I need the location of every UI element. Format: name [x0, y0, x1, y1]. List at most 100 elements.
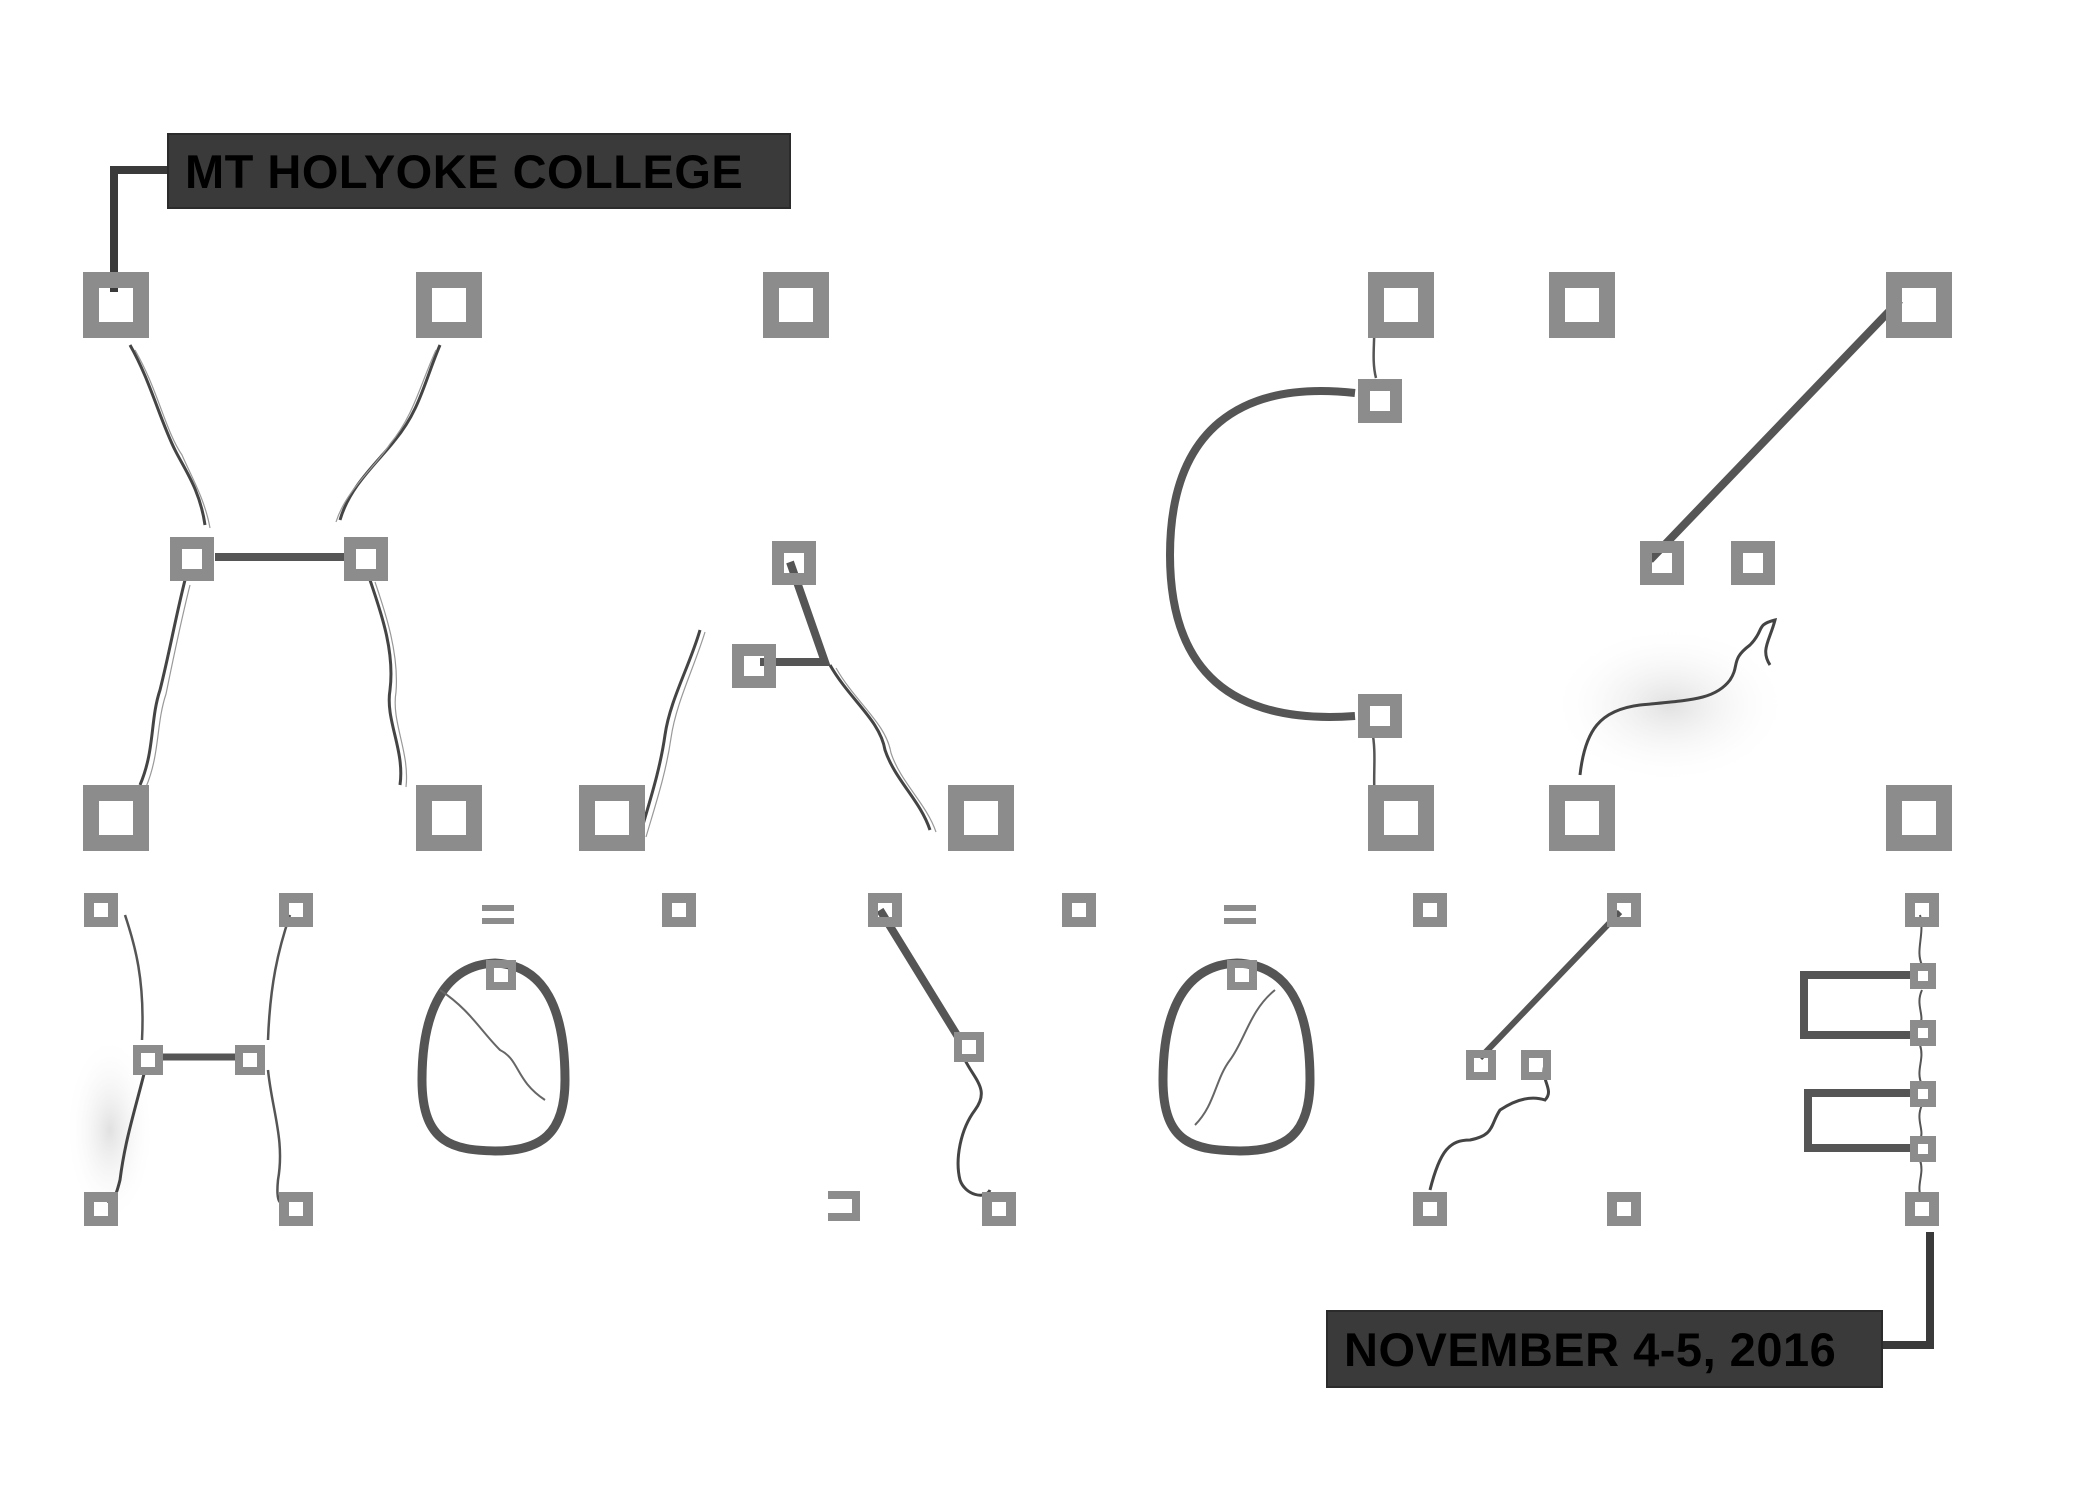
crack-line	[439, 989, 546, 1101]
node-block	[982, 1192, 1016, 1226]
node-block	[1413, 1192, 1447, 1226]
node-block	[416, 272, 482, 338]
node-block	[948, 785, 1014, 851]
letter-y-small	[876, 907, 992, 1197]
letter-o-small-2	[1158, 958, 1315, 1156]
bottom-label-leader-line	[1880, 1232, 1934, 1349]
crack-line	[134, 349, 211, 529]
node-block	[84, 1192, 118, 1226]
crack-line	[266, 914, 292, 1041]
node-block	[1368, 272, 1434, 338]
crack-line	[368, 579, 403, 786]
letter-h-large	[128, 344, 442, 788]
crack-line	[1428, 1064, 1551, 1191]
node-block	[486, 960, 516, 990]
letter-a-large	[638, 560, 937, 838]
node-block	[1062, 893, 1096, 927]
node-block	[1607, 1192, 1641, 1226]
crack-line	[1918, 1104, 1923, 1141]
node-block	[416, 785, 482, 851]
node-bar	[482, 905, 514, 911]
node-block	[1905, 1192, 1939, 1226]
letter-l-small	[828, 1191, 860, 1221]
letter-c-large	[1165, 299, 1380, 816]
node-block	[83, 785, 149, 851]
letter-k-large	[1550, 297, 1903, 785]
node-block	[732, 644, 776, 688]
college-label-text: MT HOLYOKE COLLEGE	[185, 144, 744, 198]
e-upper-wire	[1800, 971, 1915, 1039]
crack-line	[145, 584, 191, 788]
node-block	[1910, 1020, 1936, 1046]
node-bar	[1224, 918, 1256, 924]
crack-line	[128, 344, 207, 526]
node-block	[662, 893, 696, 927]
letter-e-small	[1800, 914, 1923, 1201]
node-block	[83, 272, 149, 338]
node-block	[1368, 785, 1434, 851]
arm-wire	[1477, 909, 1623, 1061]
node-block	[1549, 272, 1615, 338]
node-block	[133, 1045, 163, 1075]
node-block	[170, 537, 214, 581]
node-block	[1549, 785, 1615, 851]
o-ring-wire	[1158, 958, 1315, 1156]
smudge	[1550, 625, 1790, 785]
node-block	[763, 272, 829, 338]
crack-line	[1578, 617, 1778, 776]
node-block	[1731, 541, 1775, 585]
crack-line	[1918, 1044, 1923, 1086]
crack-line	[828, 664, 932, 831]
crack-line	[645, 631, 706, 838]
node-block	[579, 785, 645, 851]
crack-line	[338, 344, 442, 521]
node-block	[1607, 893, 1641, 927]
crack-line	[138, 579, 187, 786]
node-block	[1358, 694, 1402, 738]
date-label: NOVEMBER 4-5, 2016	[1326, 1310, 1883, 1388]
node-block	[1910, 1081, 1936, 1107]
node-block	[84, 893, 118, 927]
crack-line	[123, 914, 144, 1041]
crack-line	[638, 629, 702, 836]
crack-line	[266, 1069, 287, 1204]
smudge	[65, 1035, 155, 1225]
crack-line	[335, 349, 437, 523]
node-squares	[83, 272, 1952, 1226]
node-block	[1466, 1050, 1496, 1080]
node-block	[1910, 1136, 1936, 1162]
l-lower-part	[828, 1191, 860, 1221]
node-block	[772, 541, 816, 585]
node-bar	[482, 918, 514, 924]
crack-line	[1918, 989, 1923, 1026]
node-block	[868, 893, 902, 927]
top-label-leader-line	[110, 166, 170, 292]
crack-line	[956, 1059, 992, 1197]
o-ring-wire	[417, 958, 570, 1156]
node-block	[1886, 785, 1952, 851]
c-curve-wire	[1165, 387, 1356, 721]
crack-line	[835, 667, 937, 833]
arm-wire	[876, 907, 964, 1043]
college-label: MT HOLYOKE COLLEGE	[167, 133, 791, 209]
node-block	[1910, 963, 1936, 989]
letter-h-small	[65, 914, 292, 1225]
crack-line	[374, 581, 408, 788]
crack-line	[1194, 989, 1276, 1126]
node-block	[1521, 1050, 1551, 1080]
node-block	[1358, 379, 1402, 423]
node-block	[344, 537, 388, 581]
date-label-text: NOVEMBER 4-5, 2016	[1344, 1322, 1837, 1376]
node-block	[1227, 960, 1257, 990]
node-block	[954, 1032, 984, 1062]
node-block	[1905, 893, 1939, 927]
node-block	[1640, 541, 1684, 585]
apex-wire	[760, 560, 831, 666]
node-block	[235, 1045, 265, 1075]
node-block	[279, 1192, 313, 1226]
letter-k-small	[1428, 909, 1623, 1191]
letter-o-small-1	[417, 958, 570, 1156]
e-lower-wire	[1804, 1089, 1915, 1152]
